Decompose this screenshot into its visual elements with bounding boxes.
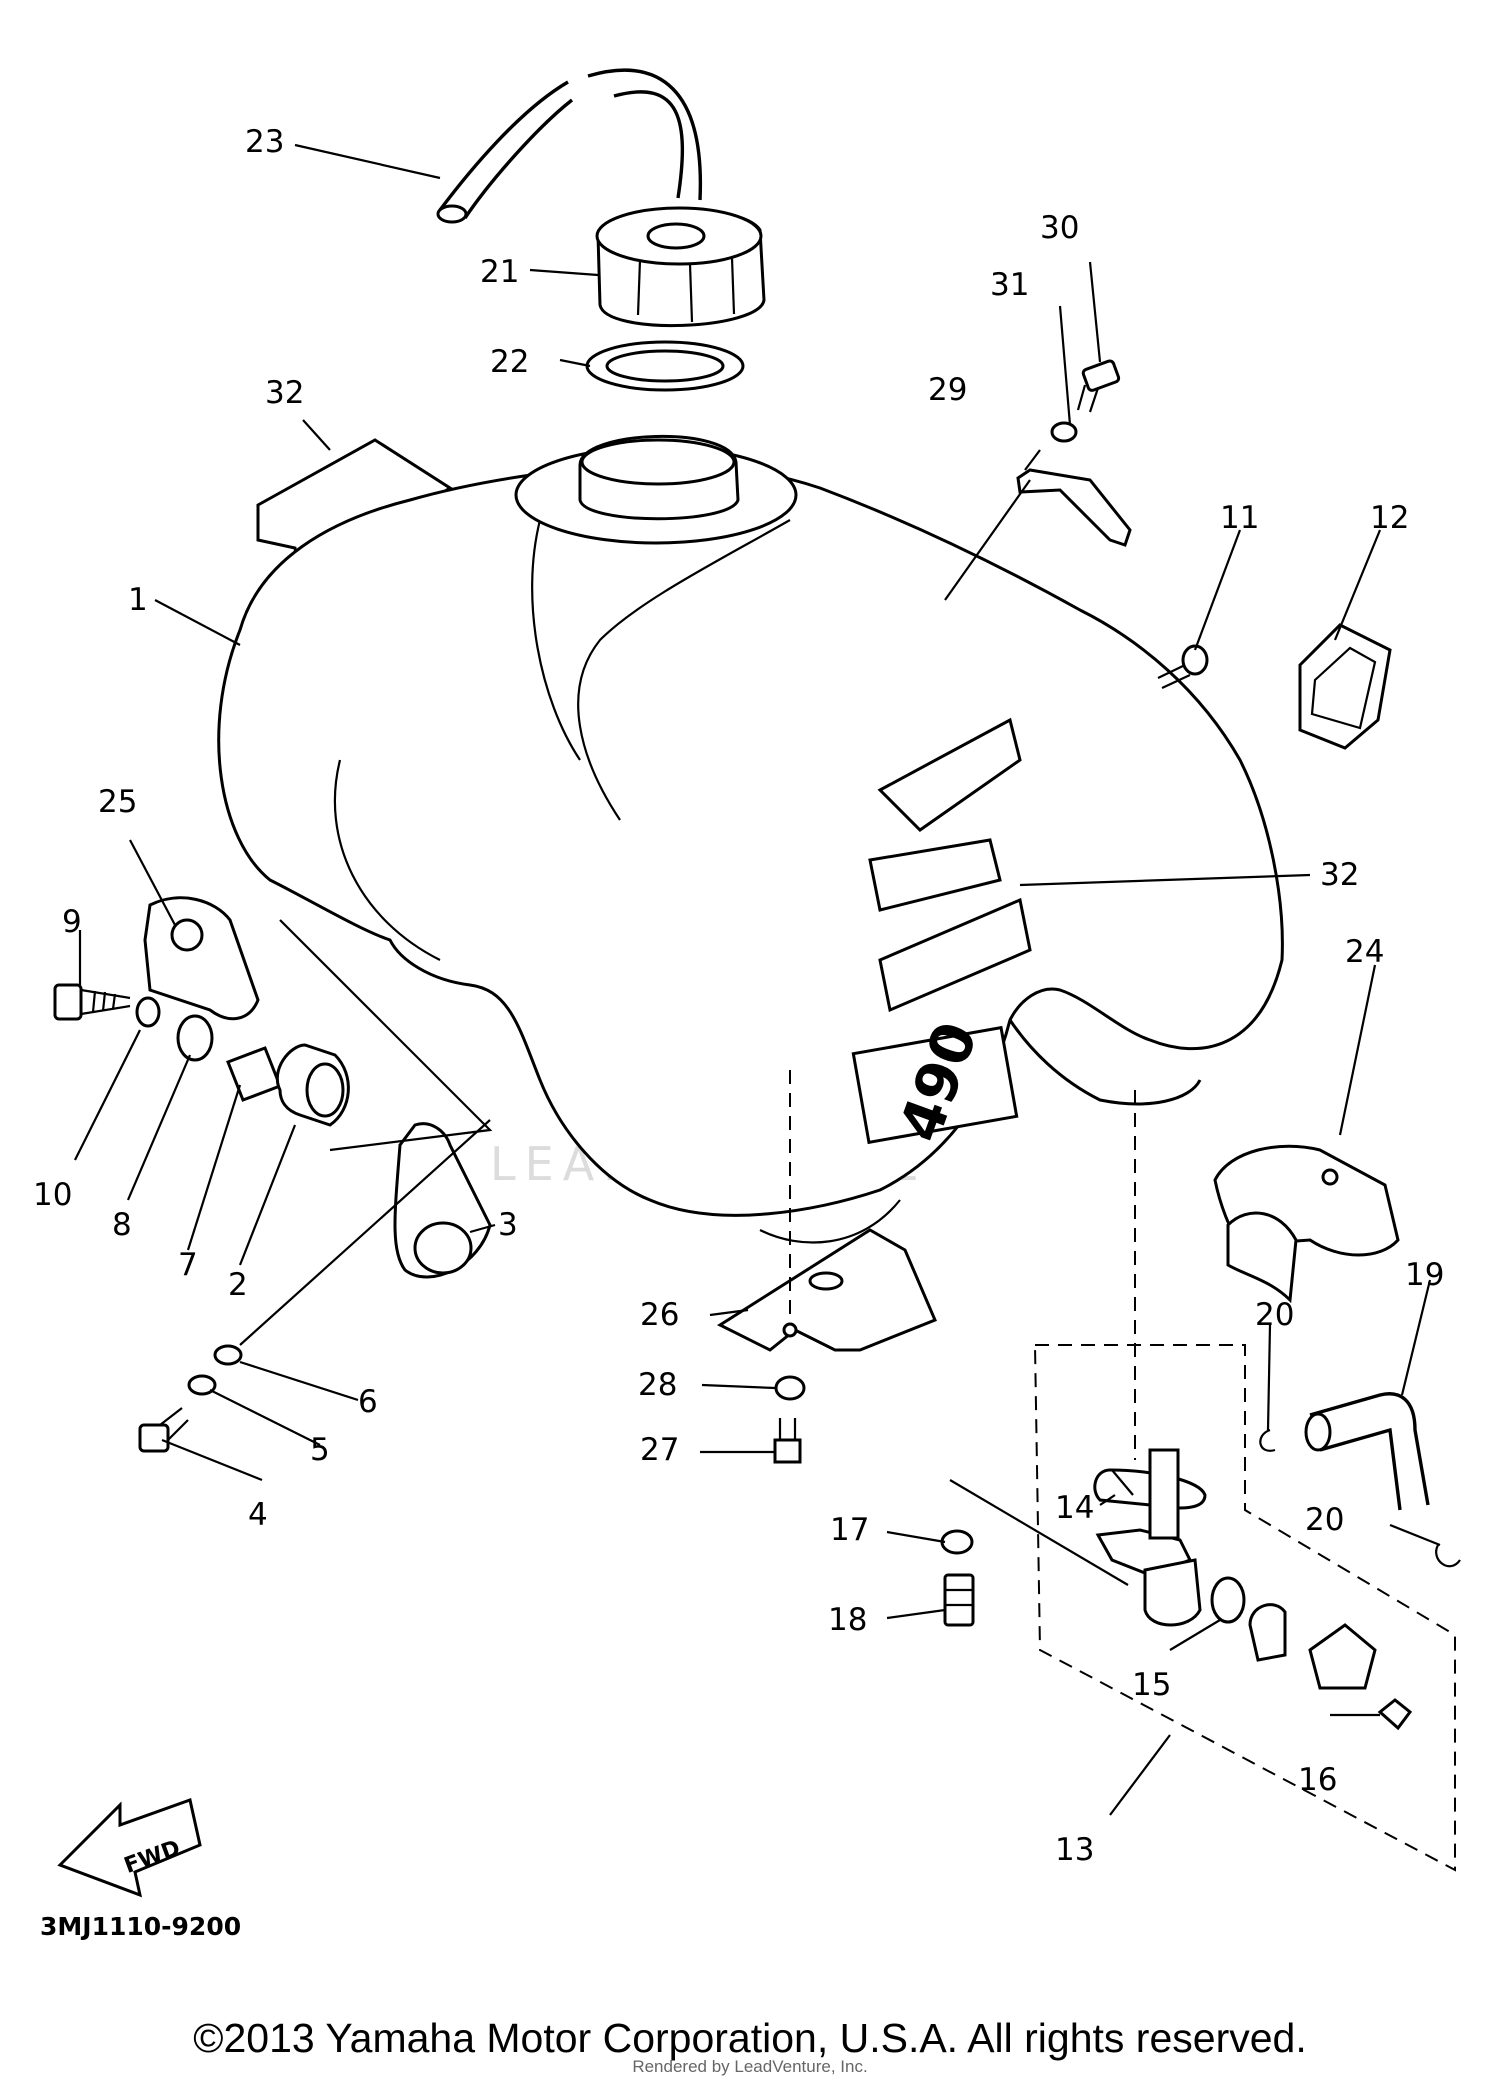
bracket-26 xyxy=(716,1228,937,1352)
callout-8: 8 xyxy=(112,1207,132,1243)
washer-5 xyxy=(187,1374,217,1396)
nut-17 xyxy=(940,1529,974,1555)
callout-12: 12 xyxy=(1370,500,1409,536)
washer-10 xyxy=(135,996,161,1028)
fuel-tank xyxy=(217,434,1284,1244)
callouts: 1 2 3 4 5 6 7 8 9 10 11 12 13 14 15 16 1… xyxy=(33,124,1444,1868)
callout-18: 18 xyxy=(828,1602,867,1638)
washer-6 xyxy=(213,1344,243,1366)
callout-23: 23 xyxy=(245,124,284,160)
callout-14: 14 xyxy=(1055,1490,1094,1526)
fwd-arrow: FWD xyxy=(57,1798,202,1898)
hose-clip-20-lower xyxy=(1435,1544,1461,1568)
callout-22: 22 xyxy=(490,344,529,380)
leader-lines xyxy=(74,143,1441,1816)
bolt-27 xyxy=(773,1418,802,1464)
collar-7 xyxy=(226,1046,282,1102)
callout-27: 27 xyxy=(640,1432,679,1468)
tank-pad-12 xyxy=(1298,623,1392,750)
callout-25: 25 xyxy=(98,784,137,820)
callout-1: 1 xyxy=(128,582,148,618)
callout-31: 31 xyxy=(990,267,1029,303)
bolt-9 xyxy=(53,983,131,1021)
callout-30: 30 xyxy=(1040,210,1079,246)
callout-28: 28 xyxy=(638,1367,677,1403)
callout-32-right: 32 xyxy=(1320,857,1359,893)
bracket-29 xyxy=(1016,468,1132,547)
screw-18 xyxy=(943,1573,975,1627)
callout-5: 5 xyxy=(310,1432,330,1468)
callout-17: 17 xyxy=(830,1512,869,1548)
damper-2 xyxy=(275,1043,350,1127)
fuel-cap xyxy=(595,206,766,328)
hose-clip-20-upper xyxy=(1259,1428,1276,1452)
callout-32-left: 32 xyxy=(265,375,304,411)
callout-20-upper: 20 xyxy=(1255,1297,1294,1333)
petcock-assembly xyxy=(1033,1344,1456,1872)
callout-9: 9 xyxy=(62,904,82,940)
callout-4: 4 xyxy=(248,1497,268,1533)
callout-10: 10 xyxy=(33,1177,72,1213)
callout-13: 13 xyxy=(1055,1832,1094,1868)
callout-19: 19 xyxy=(1405,1257,1444,1293)
rendered-by-notice: Rendered by LeadVenture, Inc. xyxy=(632,2057,868,2076)
callout-26: 26 xyxy=(640,1297,679,1333)
copyright-notice: ©2013 Yamaha Motor Corporation, U.S.A. A… xyxy=(193,2015,1307,2061)
fuel-hose-19 xyxy=(1304,1392,1430,1511)
callout-6: 6 xyxy=(358,1384,378,1420)
callout-16: 16 xyxy=(1298,1762,1337,1798)
callout-29: 29 xyxy=(928,372,967,408)
callout-24: 24 xyxy=(1345,934,1384,970)
screw-4 xyxy=(138,1407,189,1453)
callout-15: 15 xyxy=(1132,1667,1171,1703)
callout-21: 21 xyxy=(480,254,519,290)
washer-8 xyxy=(176,1014,214,1062)
callout-7: 7 xyxy=(178,1247,198,1283)
mount-bracket-3 xyxy=(393,1122,492,1279)
nut-28 xyxy=(774,1375,806,1401)
callout-2: 2 xyxy=(228,1267,248,1303)
bolt-30 xyxy=(1076,359,1121,413)
callout-11: 11 xyxy=(1220,500,1259,536)
callout-20-lower: 20 xyxy=(1305,1502,1344,1538)
mount-bracket-left xyxy=(143,896,260,1021)
mount-bracket-24 xyxy=(1213,1144,1400,1304)
drawing-number: 3MJ1110-9200 xyxy=(40,1912,241,1941)
bolt-11 xyxy=(1157,644,1209,689)
cap-gasket xyxy=(585,340,745,392)
washer-31 xyxy=(1050,421,1078,443)
vent-hose xyxy=(436,68,703,224)
callout-3: 3 xyxy=(498,1207,518,1243)
